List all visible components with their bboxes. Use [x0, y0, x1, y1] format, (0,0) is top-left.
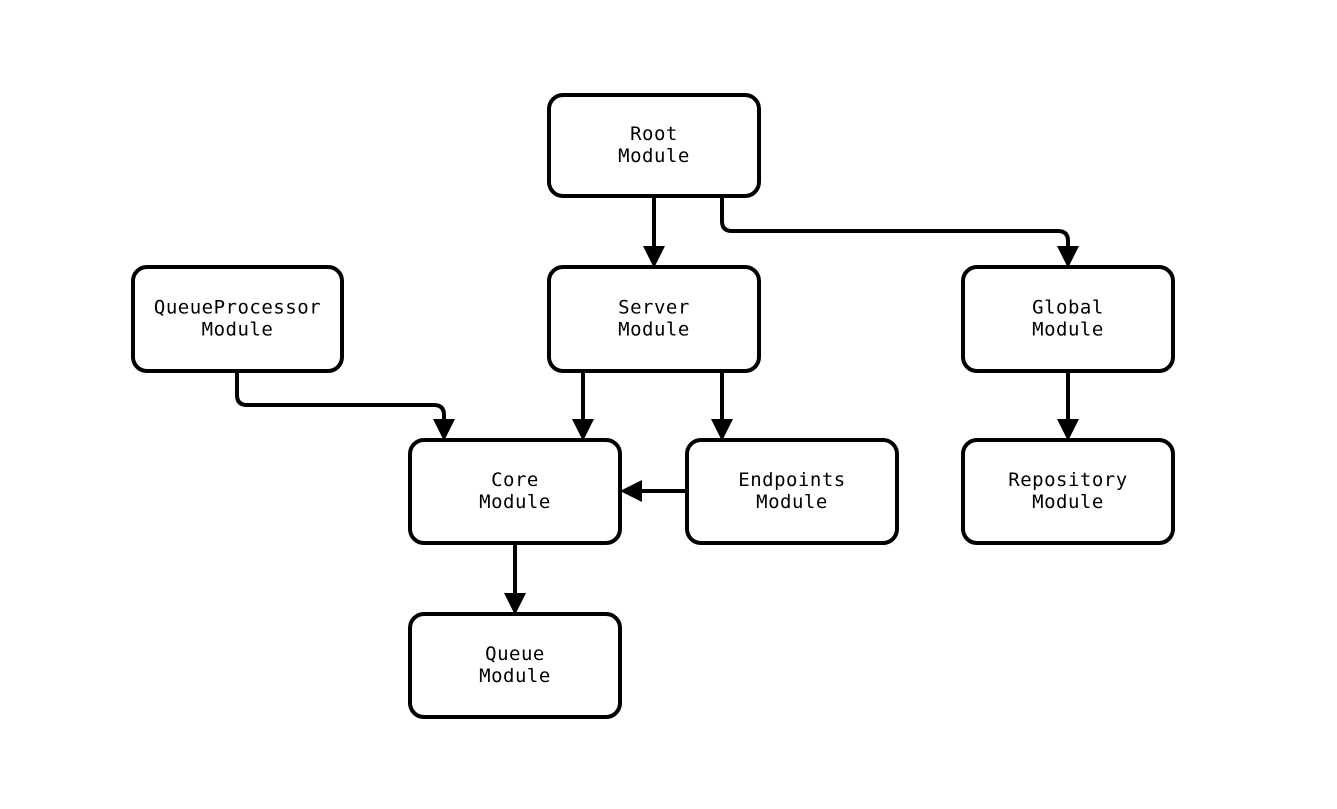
node-box[interactable] [547, 265, 761, 373]
edge-server-to-endpoints [711, 371, 733, 441]
node-box[interactable] [961, 438, 1175, 545]
node-label-line2: Module [479, 491, 551, 513]
node-core[interactable]: Core Module [408, 438, 622, 545]
arrowhead-icon [433, 419, 455, 441]
node-global[interactable]: Global Module [961, 265, 1175, 373]
arrowhead-icon [643, 246, 665, 268]
node-label-line1: Repository [1008, 469, 1127, 491]
edge-core-to-queue [504, 543, 526, 615]
node-layer: Root Module QueueProcessor Module Server… [131, 93, 1175, 719]
node-label-line1: Root [630, 123, 678, 145]
edge-line [720, 196, 1070, 254]
node-server[interactable]: Server Module [547, 265, 761, 373]
node-label-line2: Module [756, 491, 828, 513]
node-queue[interactable]: Queue Module [408, 612, 622, 719]
node-label-line2: Module [479, 665, 551, 687]
edge-layer [235, 196, 1079, 615]
edge-line [235, 371, 446, 427]
node-label-line1: Queue [485, 643, 545, 665]
node-box[interactable] [131, 265, 344, 373]
node-label-line1: Core [491, 469, 539, 491]
edge-endpoints-to-core [620, 480, 687, 502]
node-queueprocessor[interactable]: QueueProcessor Module [131, 265, 344, 373]
node-label-line1: Endpoints [738, 469, 845, 491]
node-label-line2: Module [1032, 319, 1104, 341]
arrowhead-icon [711, 419, 733, 441]
edge-server-to-core [572, 371, 594, 441]
node-label-line2: Module [618, 319, 690, 341]
node-endpoints[interactable]: Endpoints Module [685, 438, 899, 545]
node-box[interactable] [408, 438, 622, 545]
arrowhead-icon [572, 419, 594, 441]
edge-global-to-repository [1057, 371, 1079, 441]
node-label-line1: Global [1032, 297, 1104, 319]
arrowhead-icon [620, 480, 642, 502]
edge-root-to-server [643, 196, 665, 268]
node-label-line2: Module [618, 145, 690, 167]
node-label-line2: Module [1032, 491, 1104, 513]
node-label-line2: Module [202, 319, 274, 341]
node-box[interactable] [547, 93, 761, 198]
edge-queueprocessor-to-core [235, 371, 455, 441]
node-box[interactable] [685, 438, 899, 545]
node-label-line1: QueueProcessor [154, 297, 321, 319]
arrowhead-icon [1057, 246, 1079, 268]
node-box[interactable] [408, 612, 622, 719]
node-root[interactable]: Root Module [547, 93, 761, 198]
node-label-line1: Server [618, 297, 690, 319]
node-repository[interactable]: Repository Module [961, 438, 1175, 545]
node-box[interactable] [961, 265, 1175, 373]
arrowhead-icon [1057, 419, 1079, 441]
arrowhead-icon [504, 593, 526, 615]
edge-root-to-global [720, 196, 1079, 268]
